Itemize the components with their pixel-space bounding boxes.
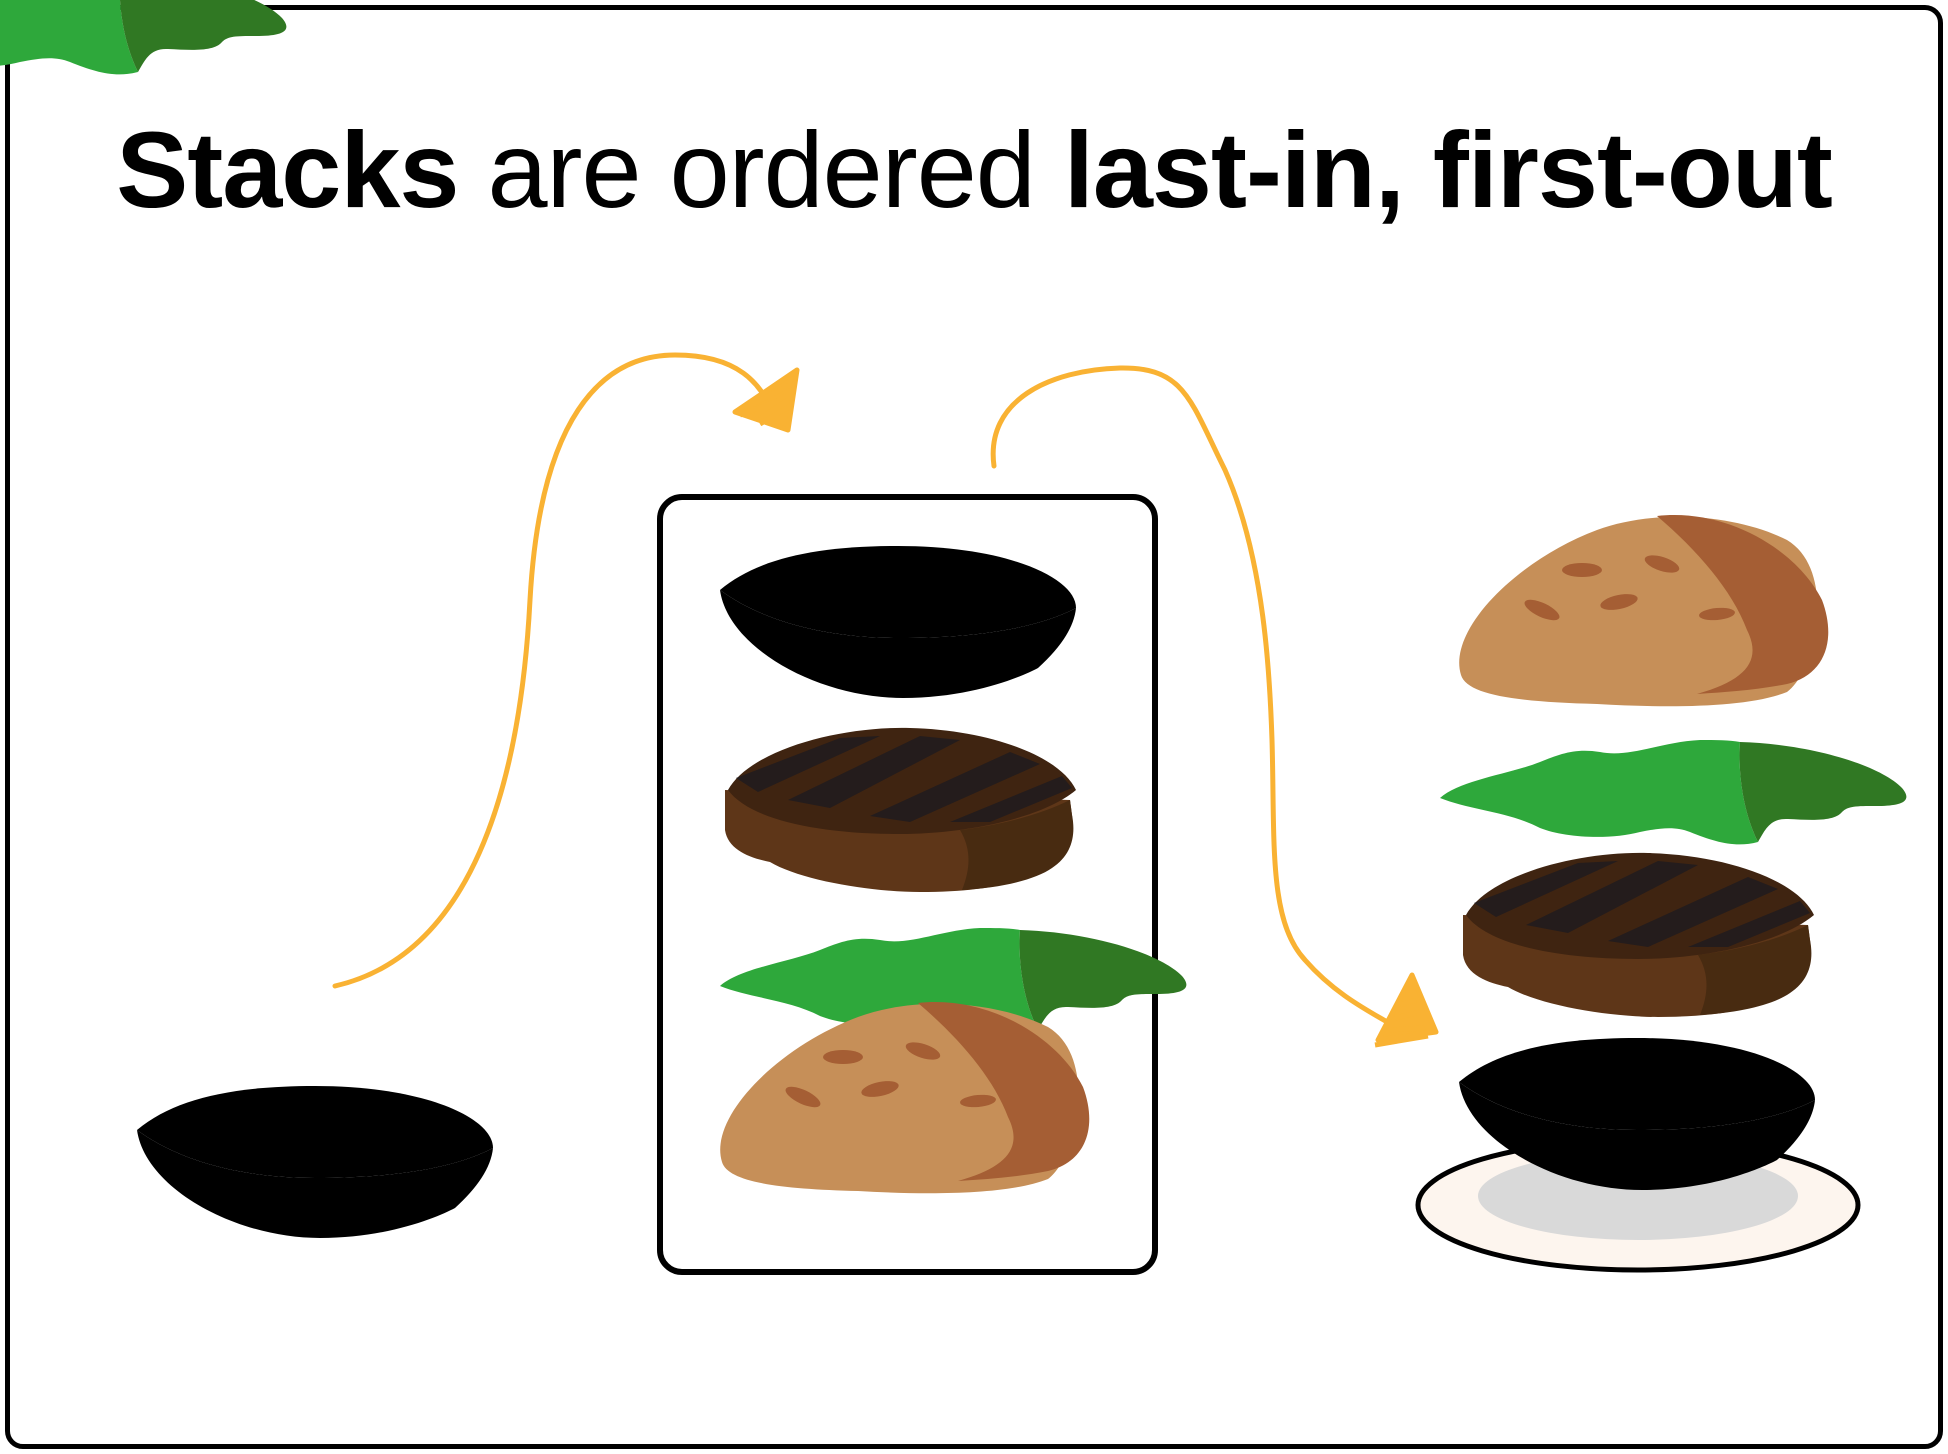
patty-icon xyxy=(1463,852,1814,1017)
lettuce-icon xyxy=(1440,740,1907,845)
title-lifo: last-in, first-out xyxy=(1063,109,1833,230)
top-bun-icon xyxy=(1459,515,1829,707)
title-middle: are ordered xyxy=(458,109,1064,230)
diagram-title: Stacks are ordered last-in, first-out xyxy=(0,105,1948,235)
bottom-bun-icon xyxy=(137,1086,493,1238)
push-arrow-icon xyxy=(332,352,800,989)
pop-arrow-icon xyxy=(990,365,1439,1048)
title-stacks: Stacks xyxy=(116,109,459,230)
lettuce-icon xyxy=(0,0,287,75)
